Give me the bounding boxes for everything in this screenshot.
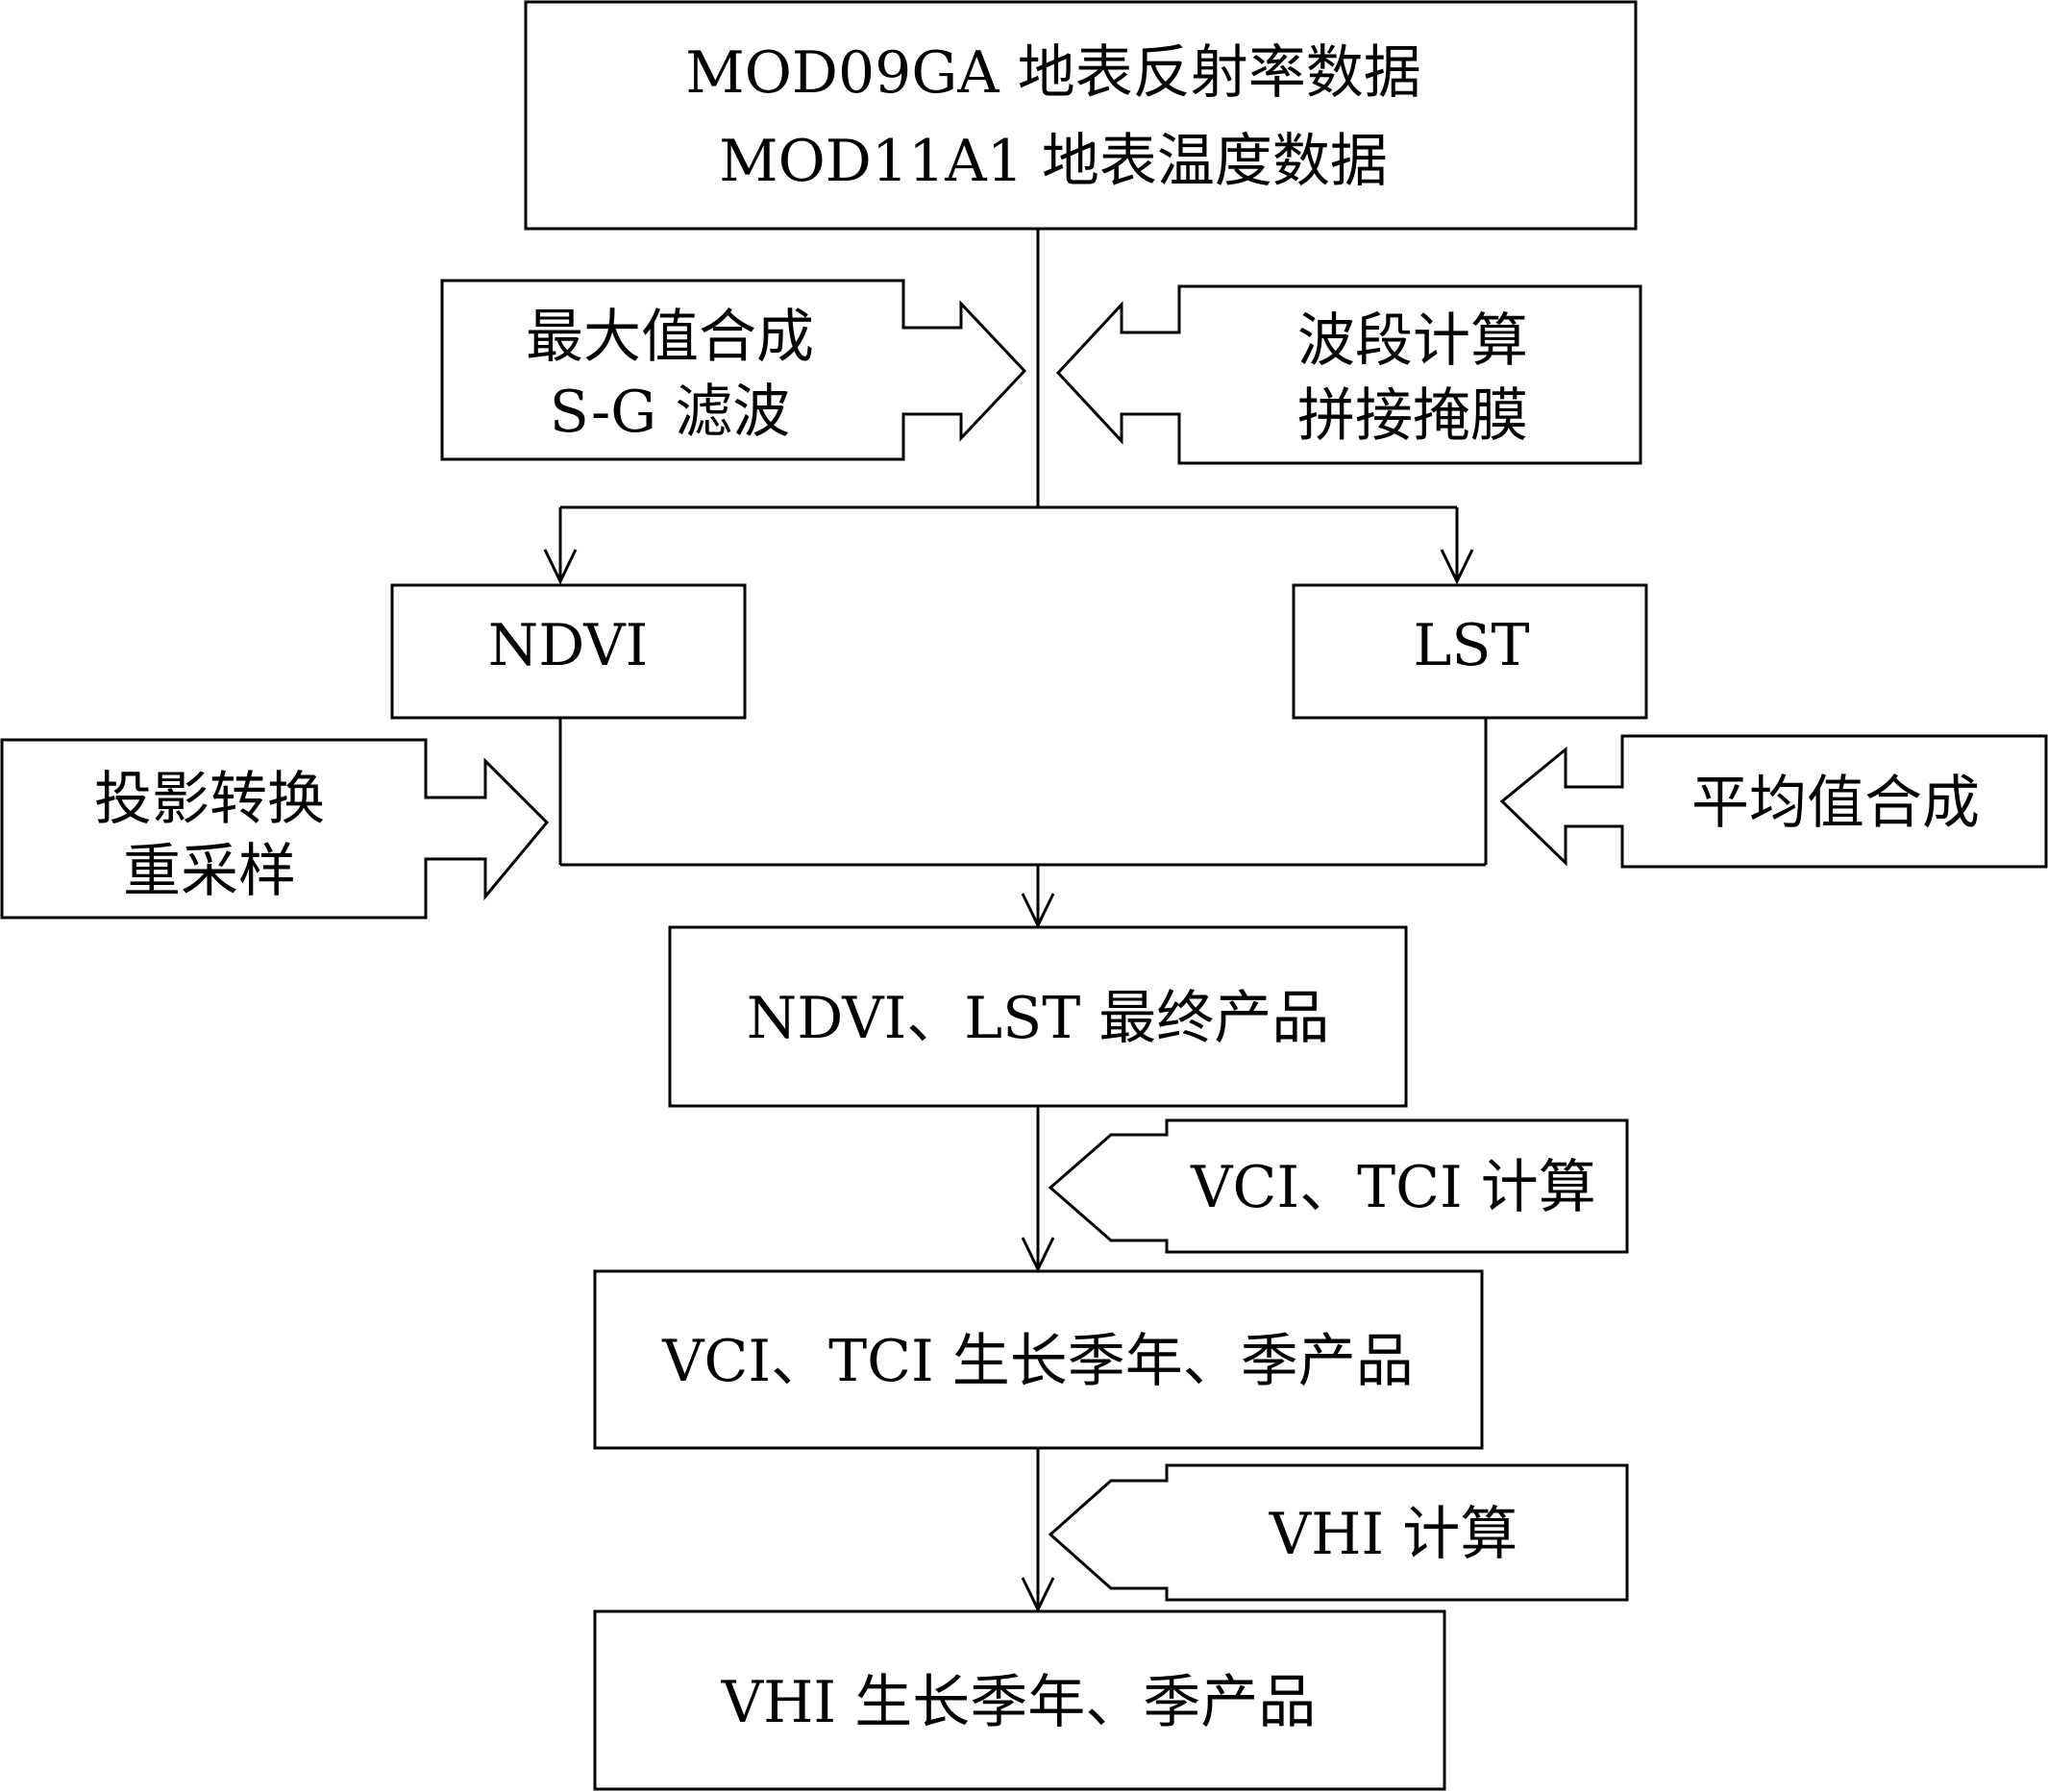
arrow-down-icon — [1021, 1577, 1055, 1613]
arrow-down-icon — [1440, 549, 1474, 585]
reprojection-line1: 投影转换 — [94, 766, 325, 833]
source-data-line1: MOD09GA 地表反射率数据 — [685, 39, 1420, 107]
process-reprojection: 投影转换 重采样 — [0, 738, 550, 920]
process-mean-composite: 平均值合成 — [1499, 734, 2048, 869]
left-block-arrow-icon — [1048, 1118, 1629, 1254]
process-band-calc: 波段计算 拼接掩膜 — [1055, 284, 1642, 465]
vci-tci-calc-label: VCI、TCI 计算 — [1190, 1154, 1596, 1221]
vhi-products-label: VHI 生长季年、季产品 — [721, 1669, 1316, 1736]
max-composite-line2: S-G 滤波 — [550, 379, 791, 446]
lst-node: LST — [1292, 583, 1648, 720]
right-block-arrow-icon — [0, 738, 550, 920]
mean-composite-label: 平均值合成 — [1691, 770, 1980, 837]
left-block-arrow-icon — [1048, 1463, 1629, 1602]
process-vci-tci-calc: VCI、TCI 计算 — [1048, 1118, 1629, 1254]
vhi-calc-label: VHI 计算 — [1269, 1501, 1517, 1568]
max-composite-line1: 最大值合成 — [526, 304, 814, 371]
arrow-down-icon — [543, 549, 578, 585]
lst-label: LST — [1414, 612, 1530, 679]
vci-tci-products-node: VCI、TCI 生长季年、季产品 — [593, 1269, 1484, 1450]
process-max-composite: 最大值合成 S-G 滤波 — [440, 279, 1027, 461]
source-data-line2: MOD11A1 地表温度数据 — [719, 128, 1388, 195]
band-calc-line1: 波段计算 — [1297, 307, 1528, 375]
vhi-products-node: VHI 生长季年、季产品 — [593, 1609, 1446, 1791]
final-products-label: NDVI、LST 最终产品 — [747, 985, 1330, 1052]
arrow-down-icon — [1021, 1237, 1055, 1273]
band-calc-line2: 拼接掩膜 — [1297, 382, 1528, 450]
ndvi-label: NDVI — [488, 612, 649, 679]
right-block-arrow-icon — [440, 279, 1027, 461]
left-block-arrow-icon — [1055, 284, 1642, 465]
reprojection-line2: 重采样 — [123, 838, 296, 905]
process-vhi-calc: VHI 计算 — [1048, 1463, 1629, 1602]
arrow-down-icon — [1021, 893, 1055, 929]
ndvi-node: NDVI — [390, 583, 747, 720]
final-products-node: NDVI、LST 最终产品 — [668, 925, 1408, 1108]
left-block-arrow-icon — [1499, 734, 2048, 869]
vci-tci-products-label: VCI、TCI 生长季年、季产品 — [661, 1328, 1414, 1395]
source-data-node: MOD09GA 地表反射率数据 MOD11A1 地表温度数据 — [524, 0, 1638, 231]
